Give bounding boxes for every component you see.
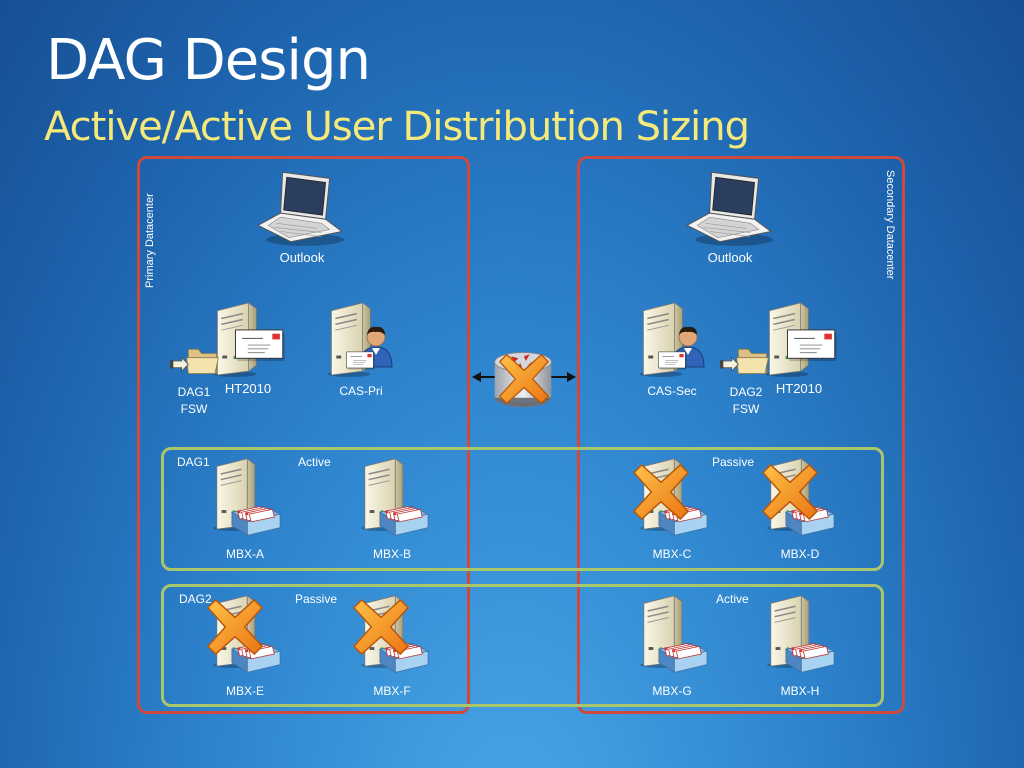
dag2-passive-label: Passive (295, 592, 338, 606)
mail-envelope-icon (346, 351, 376, 371)
secondary-datacenter-box (577, 156, 905, 714)
mbx-g-label: MBX-G (652, 684, 692, 698)
dag2-active-label: Active (716, 592, 749, 606)
slide-subtitle: Active/Active User Distribution Sizing (44, 104, 750, 150)
laptop-icon[interactable] (683, 168, 775, 250)
mailbox-icon (378, 498, 430, 538)
dag2-fsw-label: DAG2 FSW (729, 385, 763, 417)
mbx-f-label: MBX-F (373, 684, 411, 698)
mail-envelope-icon (786, 329, 840, 363)
ht2010-label-secondary: HT2010 (775, 381, 823, 396)
mail-envelope-icon (658, 351, 688, 371)
mailbox-icon (784, 635, 836, 675)
secondary-datacenter-label: Secondary Datacenter (884, 170, 896, 280)
mailbox-icon (230, 498, 282, 538)
wan-router-icon[interactable] (490, 345, 556, 411)
mail-envelope-icon (234, 329, 288, 363)
folder-share-icon (170, 345, 220, 377)
mbx-a-label: MBX-A (225, 547, 264, 561)
mailbox-icon (657, 498, 709, 538)
dag1-fsw-label: DAG1 FSW (177, 385, 211, 417)
cas-sec-label: CAS-Sec (647, 384, 697, 398)
primary-datacenter-box (137, 156, 470, 714)
mbx-b-label: MBX-B (372, 547, 411, 561)
ht2010-label-primary: HT2010 (224, 381, 272, 396)
outlook-label-secondary: Outlook (707, 250, 753, 265)
laptop-icon[interactable] (254, 168, 346, 250)
dag2-box (161, 584, 884, 707)
mbx-e-label: MBX-E (225, 684, 264, 698)
outlook-label-primary: Outlook (279, 250, 325, 265)
mbx-d-label: MBX-D (780, 547, 820, 561)
mailbox-icon (378, 635, 430, 675)
mbx-c-label: MBX-C (652, 547, 692, 561)
mailbox-icon (230, 635, 282, 675)
dag1-label: DAG1 (177, 455, 210, 469)
dag1-passive-label: Passive (712, 455, 755, 469)
mbx-h-label: MBX-H (780, 684, 820, 698)
dag2-label: DAG2 (179, 592, 212, 606)
mailbox-icon (784, 498, 836, 538)
slide-title: DAG Design (46, 28, 371, 93)
dag1-active-label: Active (298, 455, 331, 469)
dag1-box (161, 447, 884, 571)
folder-share-icon (720, 345, 770, 377)
primary-datacenter-label: Primary Datacenter (144, 193, 156, 288)
cas-pri-label: CAS-Pri (339, 384, 383, 398)
mailbox-icon (657, 635, 709, 675)
